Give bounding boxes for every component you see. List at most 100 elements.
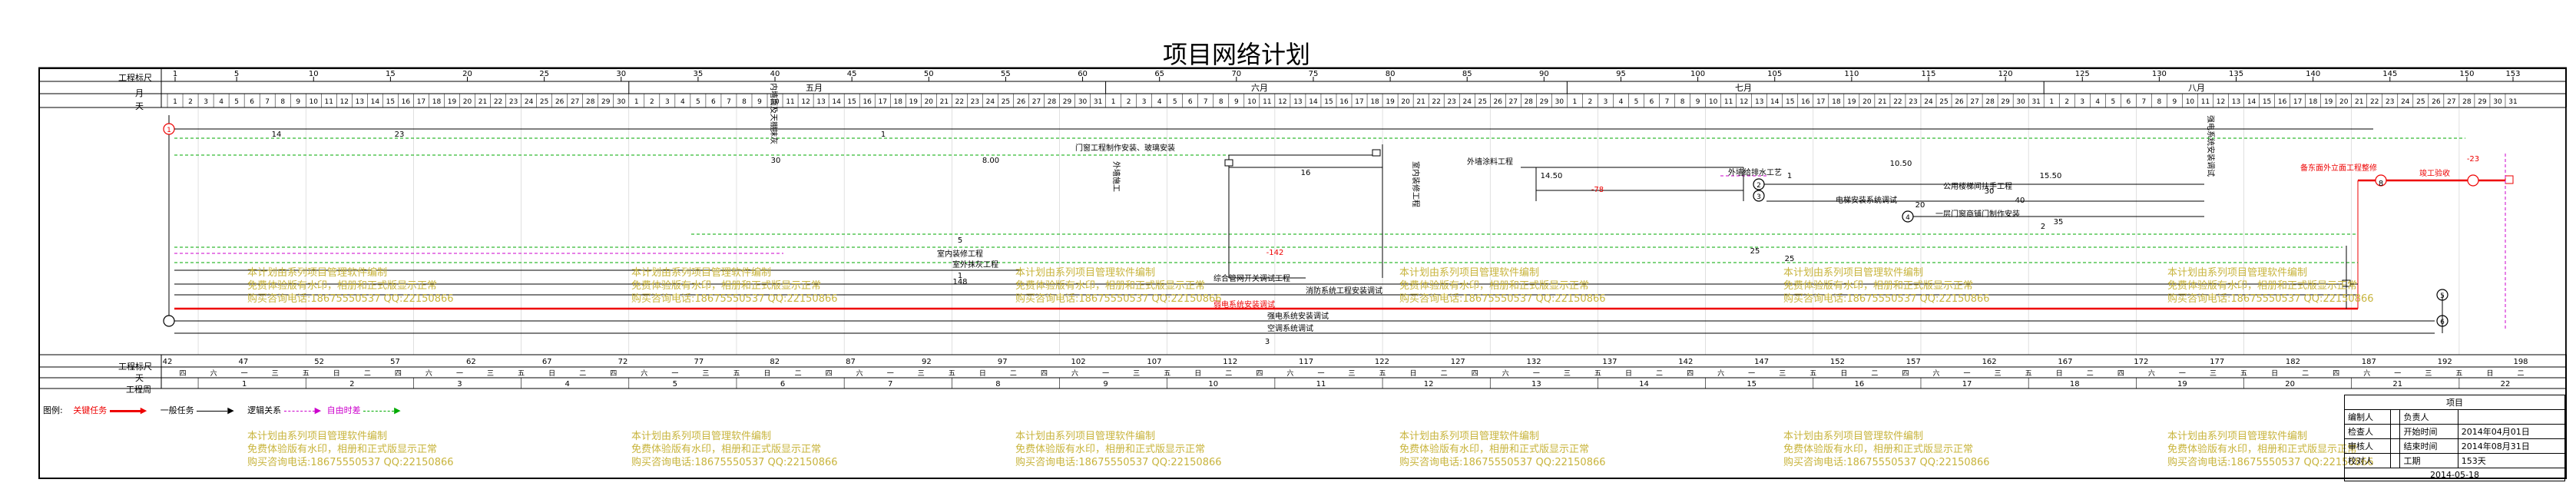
task-label: 电梯安装系统调试	[1836, 195, 1897, 205]
day-number: 28	[1525, 98, 1534, 106]
day-number: 1	[634, 98, 639, 106]
day-number: 11	[786, 98, 794, 106]
task-label: 室外抹灰工程	[952, 260, 998, 269]
day-number: 14	[832, 98, 841, 106]
watermark-line: 本计划由系列项目管理软件编制	[1399, 431, 1540, 442]
legend: 图例: 关键任务 ▶ 一般任务 ▶ 逻辑关系 ▶ 自由时差 ▶	[43, 404, 401, 416]
watermark-line: 本计划由系列项目管理软件编制	[1015, 431, 1156, 442]
day-number: 31	[2031, 98, 2040, 106]
day-number: 20	[1862, 98, 1872, 106]
watermark-block: 本计划由系列项目管理软件编制免费体验版有水印，相册和正式版显示正常购买咨询电话:…	[247, 266, 454, 306]
day-number: 5	[696, 98, 700, 106]
weekday-char: 六	[1071, 369, 1078, 378]
watermark-block: 本计划由系列项目管理软件编制免费体验版有水印，相册和正式版显示正常购买咨询电话:…	[1399, 430, 1606, 469]
bottom-tick-label: 137	[1602, 358, 1617, 366]
day-number: 21	[2355, 98, 2363, 106]
watermark-line: 本计划由系列项目管理软件编制	[247, 431, 388, 442]
scale-tick-label: 125	[2075, 70, 2090, 78]
legend-prefix: 图例:	[43, 405, 63, 415]
weekday-char: 五	[303, 370, 310, 378]
weekday-char: 二	[1871, 370, 1878, 378]
day-number: 18	[432, 98, 442, 106]
scale-tick-label: 135	[2229, 70, 2243, 78]
week-number: 1	[242, 380, 247, 388]
weekday-char: 一	[456, 370, 463, 378]
weekday-char: 五	[733, 370, 740, 378]
day-number: 10	[1709, 98, 1718, 106]
week-number: 16	[1855, 380, 1865, 388]
duration-label: 148	[952, 278, 967, 286]
weekday-char: 二	[1225, 370, 1232, 378]
weekday-char: 一	[241, 370, 248, 378]
day-number: 14	[1770, 98, 1780, 106]
weekday-char: 六	[1717, 369, 1724, 378]
watermark-line: 购买咨询电话:18675550537 QQ:22150866	[1399, 457, 1606, 468]
watermark-line: 购买咨询电话:18675550537 QQ:22150866	[2167, 293, 2374, 305]
scale-tick-label: 150	[2459, 70, 2474, 78]
bottom-tick-label: 152	[1830, 358, 1845, 366]
watermark-line: 免费体验版有水印，相册和正式版显示正常	[1783, 444, 1974, 455]
day-number: 23	[509, 98, 518, 106]
day-number: 27	[1970, 98, 1978, 106]
bottom-tick-label: 62	[466, 358, 476, 366]
day-number: 3	[1604, 98, 1608, 106]
day-number: 13	[1293, 98, 1302, 106]
weekday-char: 二	[1010, 370, 1017, 378]
day-number: 26	[555, 98, 565, 106]
weekday-char: 三	[272, 370, 279, 378]
bottom-tick-label: 192	[2438, 358, 2452, 366]
day-number: 30	[617, 98, 626, 106]
info-reviewer: 审核人	[2344, 438, 2391, 454]
scale-tick-label: 15	[386, 70, 396, 78]
watermark-line: 购买咨询电话:18675550537 QQ:22150866	[1783, 293, 1990, 305]
event-node	[1753, 190, 1765, 202]
plan-frame	[38, 68, 2567, 479]
day-number: 13	[816, 98, 825, 106]
weekday-char: 五	[1594, 370, 1601, 378]
legend-arrow-icon: ▶	[314, 405, 322, 415]
scale-tick-label: 120	[1998, 70, 2013, 78]
weekday-char: 四	[610, 370, 617, 378]
vertical-task-label: 强电系统安装调试	[2206, 115, 2216, 177]
day-number: 19	[2324, 98, 2333, 106]
info-start-value: 2014年04月01日	[2457, 424, 2566, 439]
scale-tick-label: 30	[616, 70, 626, 78]
day-number: 16	[863, 98, 872, 106]
watermark-line: 免费体验版有水印，相册和正式版显示正常	[247, 280, 438, 292]
day-number: 28	[2462, 98, 2472, 106]
task-label: 空调系统调试	[1267, 323, 1313, 333]
day-number: 18	[1832, 98, 1841, 106]
watermark-line: 购买咨询电话:18675550537 QQ:22150866	[1015, 457, 1222, 468]
bottom-tick-label: 102	[1071, 358, 1086, 366]
scale-tick-label: 60	[1078, 70, 1088, 78]
day-number: 18	[1370, 98, 1379, 106]
weekday-char: 二	[2517, 370, 2524, 378]
day-number: 10	[770, 98, 780, 106]
day-number: 5	[1173, 98, 1177, 106]
weekday-char: 三	[1779, 370, 1786, 378]
day-number: 7	[2141, 98, 2146, 106]
bottom-tick-label: 162	[1982, 358, 1997, 366]
weekday-char: 日	[1194, 369, 1201, 378]
day-number: 14	[2247, 98, 2256, 106]
bottom-tick-label: 177	[2210, 358, 2224, 366]
week-number: 7	[888, 380, 892, 388]
bottom-tick-label: 82	[770, 358, 780, 366]
day-number: 10	[1247, 98, 1257, 106]
day-number: 23	[971, 98, 979, 106]
weekday-char: 日	[548, 369, 555, 378]
watermark-line: 免费体验版有水印，相册和正式版显示正常	[1399, 444, 1590, 455]
day-number: 19	[1847, 98, 1856, 106]
event-node-number: 2	[1757, 182, 1761, 190]
day-number: 23	[1909, 98, 1917, 106]
bottom-tick-label: 187	[2362, 358, 2376, 366]
weekday-char: 四	[2117, 370, 2124, 378]
weekday-char: 四	[826, 370, 833, 378]
scale-tick-label: 25	[539, 70, 549, 78]
day-number: 14	[1309, 98, 1318, 106]
weekday-char: 日	[764, 369, 771, 378]
weekday-char: 日	[1410, 369, 1417, 378]
bottom-tick-label: 87	[846, 358, 856, 366]
weekday-char: 五	[2025, 370, 2032, 378]
task-label: 消防系统工程安装调试	[1306, 286, 1382, 296]
